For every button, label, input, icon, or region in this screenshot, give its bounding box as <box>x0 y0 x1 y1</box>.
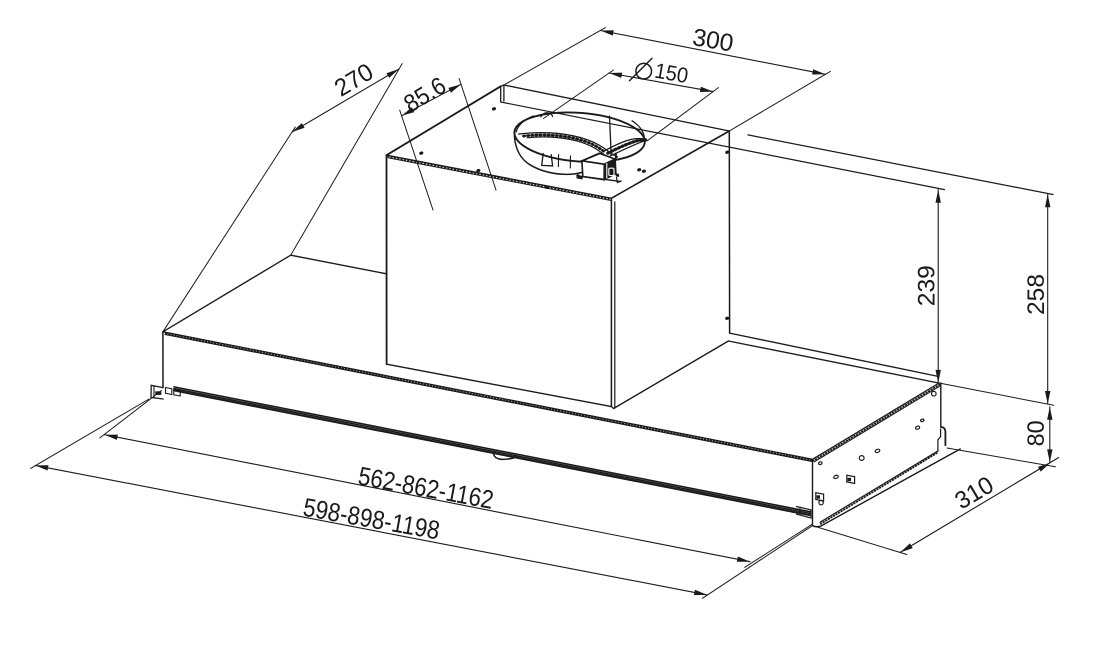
svg-text:239: 239 <box>914 265 941 306</box>
svg-text:80: 80 <box>1023 420 1050 446</box>
svg-text:258: 258 <box>1023 274 1050 315</box>
svg-text:300: 300 <box>690 24 735 57</box>
svg-text:150: 150 <box>653 59 690 88</box>
